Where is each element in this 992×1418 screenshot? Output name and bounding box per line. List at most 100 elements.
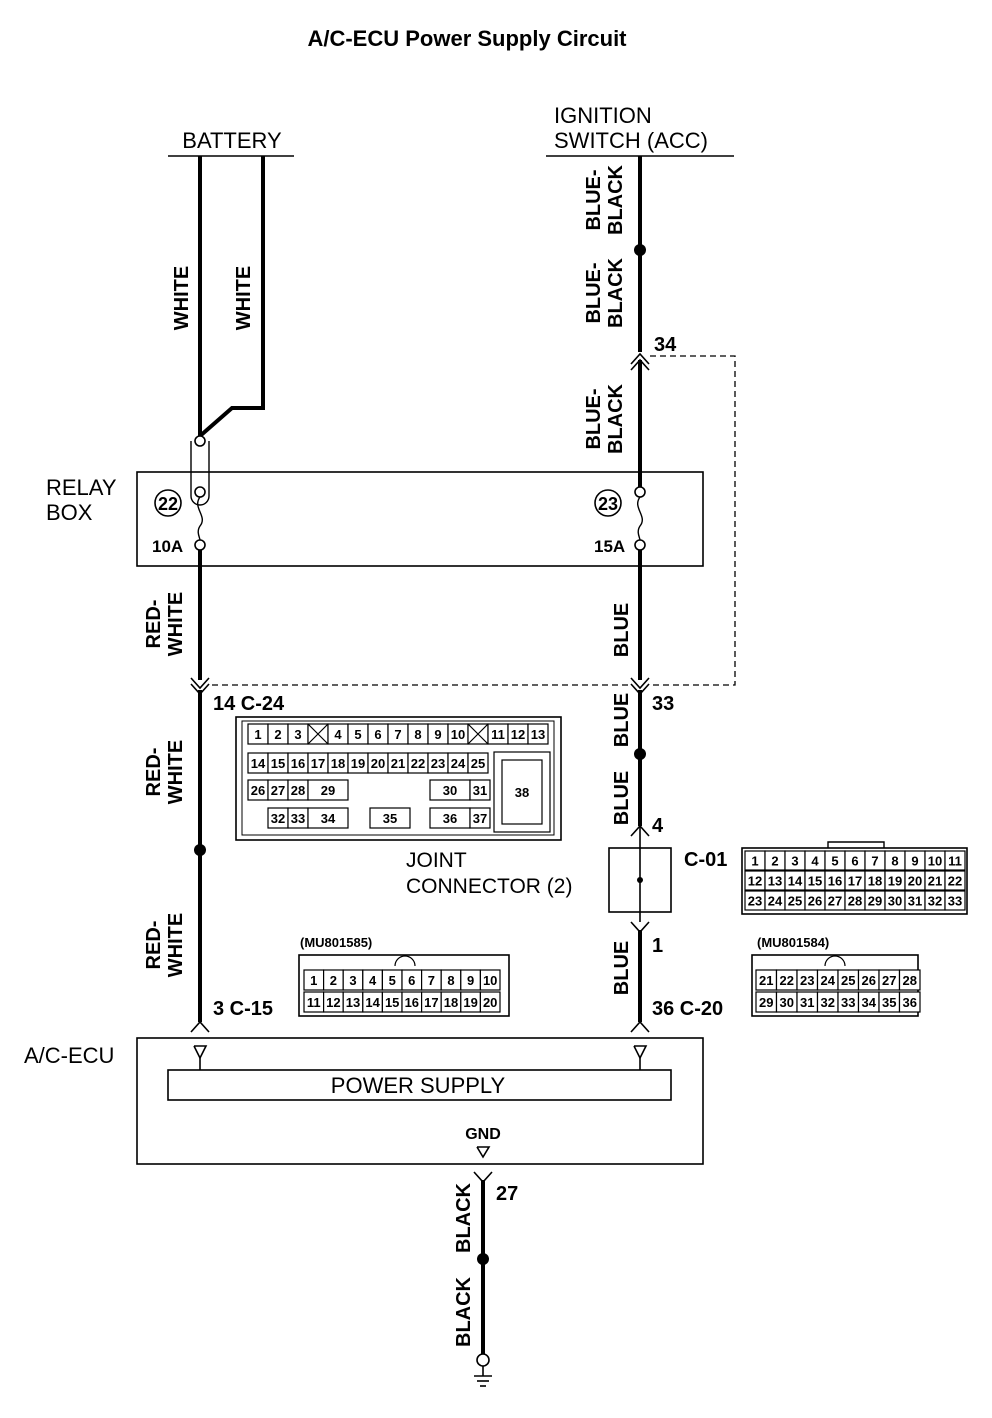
pin-label: 18 [331, 756, 345, 771]
svg-text:BLACK: BLACK [605, 257, 627, 328]
wire-color-white-1: WHITE [171, 266, 193, 330]
pin-label: 23 [800, 973, 814, 988]
pin-label: 14 [788, 874, 803, 889]
terminal-4: 4 [652, 815, 664, 837]
pin-label: 29 [868, 894, 882, 909]
fuse-22-badge [154, 489, 182, 517]
pin-label: 3 [791, 854, 798, 869]
relay-box-label-1: RELAY [46, 475, 117, 500]
svg-text:WHITE: WHITE [233, 266, 255, 330]
pin-label: 28 [291, 783, 305, 798]
pin-label: 29 [759, 995, 773, 1010]
wire-color-black-2: BLACK [453, 1276, 475, 1347]
c01-pin-33 [944, 890, 966, 911]
wire-color-black-1: BLACK [453, 1182, 475, 1253]
pin-label: 12 [748, 874, 762, 889]
pin-label: 23 [748, 894, 762, 909]
pin-label: 33 [291, 811, 305, 826]
pin-label: 31 [800, 995, 814, 1010]
pin-label: 8 [447, 973, 454, 988]
c01-pin-22 [944, 870, 966, 891]
joint-connector-label-1: JOINT [406, 849, 467, 872]
pin-label: 15 [808, 874, 822, 889]
terminal-27: 27 [496, 1183, 518, 1205]
pin-label: 11 [948, 854, 962, 869]
joint-connector-code: C-01 [684, 849, 727, 871]
c24-blocked-cavity [467, 723, 489, 745]
terminal-14-c24: 14 C-24 [213, 693, 285, 715]
c24-pin-35 [369, 807, 411, 829]
fuse-23-symbol [637, 496, 643, 541]
wire-color-blue-3: BLUE [611, 771, 633, 825]
connector-c20-symbol [630, 1020, 650, 1033]
pin-label: 5 [354, 727, 361, 742]
pin-label: 33 [841, 995, 855, 1010]
wire-color-blue-black-2: BLUE- BLACK [583, 257, 627, 328]
svg-text:WHITE: WHITE [165, 913, 187, 977]
pin-label: 16 [828, 874, 842, 889]
svg-text:BLUE: BLUE [611, 603, 633, 657]
svg-text:RED-: RED- [143, 748, 165, 797]
c24-pin-34 [307, 807, 349, 829]
power-supply-block [167, 1069, 672, 1101]
pin-label: 19 [463, 995, 477, 1010]
pin-label: 20 [483, 995, 497, 1010]
pin-label: 28 [903, 973, 917, 988]
terminal-1: 1 [652, 935, 663, 957]
pin-label: 7 [428, 973, 435, 988]
pin-label: 31 [908, 894, 922, 909]
joint-connector-label-2: CONNECTOR (2) [406, 875, 572, 898]
pin-label: 34 [862, 995, 877, 1010]
pin-label: 9 [434, 727, 441, 742]
pin-label: 17 [424, 995, 438, 1010]
relay-box [136, 471, 704, 567]
connector-c24-symbol-right [630, 677, 650, 690]
wire-color-red-white-3: RED- WHITE [143, 913, 187, 977]
pin-label: 13 [346, 995, 360, 1010]
ecu-input-symbol-left [193, 1045, 208, 1060]
wire-color-blue-1: BLUE [611, 603, 633, 657]
c24-pin-29 [307, 779, 349, 801]
pin-label: 25 [788, 894, 802, 909]
pin-label: 36 [443, 811, 457, 826]
gnd-label: GND [465, 1126, 501, 1143]
connector-c15-part-number: (MU801585) [300, 935, 372, 950]
c24-pin-25 [467, 752, 489, 774]
pin-label: 11 [491, 727, 505, 742]
pin-label: 1 [310, 973, 317, 988]
pin-label: 22 [948, 874, 962, 889]
relay-box-label-2: BOX [46, 500, 93, 525]
pin-label: 22 [411, 756, 425, 771]
pin-label: 9 [911, 854, 918, 869]
pin-label: 1 [751, 854, 758, 869]
terminal-3-c15: 3 C-15 [213, 998, 273, 1020]
pin-label: 9 [467, 973, 474, 988]
pin-label: 25 [841, 973, 855, 988]
pin-label: 24 [821, 973, 836, 988]
svg-text:BLACK: BLACK [453, 1276, 475, 1347]
pin-label: 10 [928, 854, 942, 869]
pin-label: 27 [882, 973, 896, 988]
pin-label: 4 [334, 727, 342, 742]
svg-text:WHITE: WHITE [165, 740, 187, 804]
pin-label: 21 [928, 874, 942, 889]
pin-label: 38 [515, 785, 529, 800]
pin-label: 27 [271, 783, 285, 798]
c24-blocked-cavity [307, 723, 329, 745]
pin-label: 32 [821, 995, 835, 1010]
svg-text:RED-: RED- [143, 600, 165, 649]
pin-label: 33 [948, 894, 962, 909]
pin-label: 17 [848, 874, 862, 889]
wire-color-white-2: WHITE [233, 266, 255, 330]
pin-label: 20 [371, 756, 385, 771]
pin-label: 14 [365, 995, 380, 1010]
pin-label: 6 [408, 973, 415, 988]
pin-label: 2 [330, 973, 337, 988]
pin-label: 6 [374, 727, 381, 742]
splice-point [477, 1253, 489, 1265]
pin-label: 13 [531, 727, 545, 742]
pin-label: 16 [405, 995, 419, 1010]
pin-label: 10 [451, 727, 465, 742]
